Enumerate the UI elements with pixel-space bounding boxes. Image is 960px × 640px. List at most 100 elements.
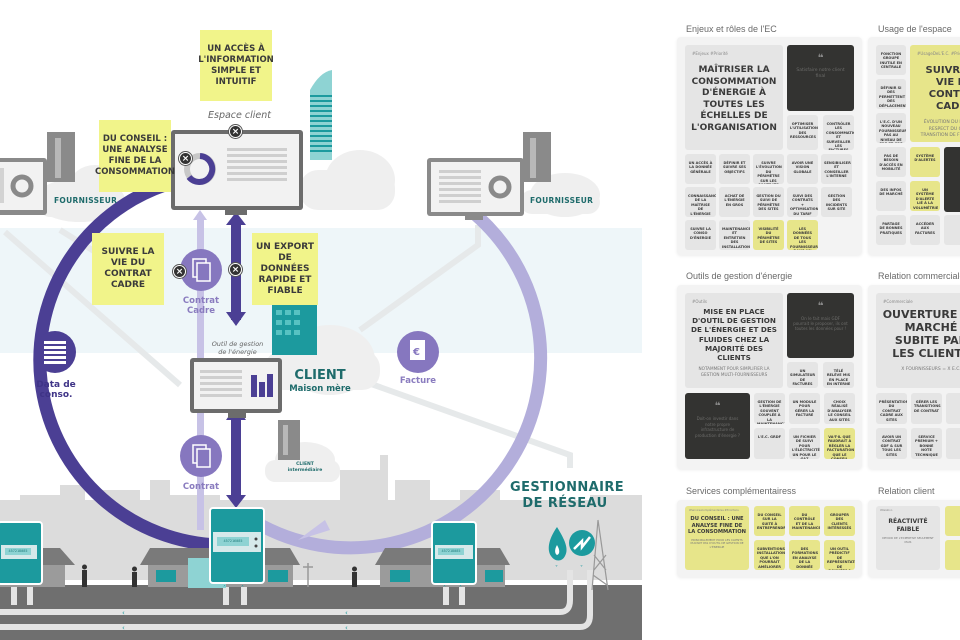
close-icon-export[interactable]: ×	[229, 263, 242, 276]
sticky-card[interactable]	[945, 540, 960, 570]
sticky-card[interactable]: Un fichier de suivi pour l'électricité, …	[789, 428, 820, 459]
card-title: Des infos de marché	[879, 188, 903, 197]
card-title: Gérer les transitions de contrat	[914, 400, 941, 413]
sticky-card[interactable]: Fonction groupe inutile en centrale	[876, 45, 906, 75]
big-card[interactable]: #Outils MISE EN PLACE D'OUTIL DE GESTION…	[685, 293, 783, 388]
sticky-card[interactable]: Un accès à la donnée générale	[685, 154, 716, 184]
card-title: Un outil prédictif de représentation de …	[827, 547, 855, 570]
big-card[interactable]: #Enjeux #Priorité MAÎTRISER LA CONSOMMAT…	[685, 45, 783, 150]
card-title: Du contrôle et de la maintenance	[792, 513, 820, 531]
section-title-relation-commerciale: Relation commerciale	[878, 271, 960, 281]
facture-icon: €	[397, 331, 439, 373]
client-subtitle: Maison mère	[289, 384, 351, 394]
sticky-card[interactable]: Un système d'alerte lié à la volumétrie	[910, 181, 940, 211]
sticky-card[interactable]: Un simulateur de factures	[787, 362, 818, 388]
svg-text:‹: ‹	[345, 609, 348, 617]
sticky-card[interactable]	[946, 393, 960, 424]
sticky-card[interactable]: Un outil prédictif de représentation de …	[824, 540, 855, 570]
meter-code-right: 457218085	[441, 549, 461, 553]
close-icon-espace-client[interactable]: ×	[229, 125, 242, 138]
sticky-card[interactable]	[944, 215, 960, 245]
sticky-card[interactable]: Avoir un contrat GDF & sur tous les site…	[876, 428, 907, 459]
hq-tower	[272, 70, 332, 355]
supplier-monitor-right	[427, 158, 524, 220]
svg-text:‹: ‹	[345, 624, 348, 632]
section-frame-outils[interactable]: #Outils MISE EN PLACE D'OUTIL DE GESTION…	[677, 285, 862, 469]
sticky-card[interactable]: Définir si des permettent des déplacemen…	[876, 79, 906, 109]
sticky-card[interactable]: Va-t-il que faudrait à régler la factura…	[824, 428, 855, 459]
sticky-card[interactable]: Télé relève mis en place en interne	[823, 362, 854, 388]
sticky-card[interactable]: Sensibiliser et conseiller l'interne	[821, 154, 852, 184]
pipe-arrows: ‹ ‹ ‹ ‹	[122, 609, 348, 632]
sticky-card[interactable]: Pas de besoin d'accès en mobilité	[876, 147, 906, 177]
flow-markers: ˅˅ ˄˄ ˄˄ ˄˄	[11, 565, 583, 592]
sticky-card[interactable]: Subventions installations que l'on pourr…	[754, 540, 785, 570]
svg-text:˅: ˅	[580, 565, 583, 572]
close-icon-contrat-cadre[interactable]: ×	[173, 265, 186, 278]
quote-card[interactable]: ❝ On le fait mais GDF pourrait le propos…	[787, 293, 854, 358]
big-card[interactable]: #Relation RÉACTIVITÉ FAIBLE DEVOIR DE L'…	[876, 506, 940, 570]
big-card[interactable]: #Commerciale OUVERTURE DU MARCHÉ SUBITE …	[876, 293, 960, 388]
sticky-card[interactable]: Définir et suivre ses objectifs	[719, 154, 750, 184]
espace-client-monitor	[171, 130, 303, 215]
quote-card-2[interactable]: ❝ Doit-on investir dans notre propre inf…	[685, 393, 750, 459]
sticky-card[interactable]: Gérer les transitions de contrat	[911, 393, 942, 424]
sticky-card[interactable]: Maintenance et entretien des installatio…	[719, 220, 750, 250]
sticky-card[interactable]: Contrôler les consommations et surveille…	[823, 115, 854, 150]
card-title: Un simulateur de factures	[790, 369, 816, 387]
quote-text: Doit-on investir dans notre propre infra…	[695, 416, 740, 438]
sticky-card[interactable]: Accéder aux factures	[910, 215, 940, 245]
facture-arrowhead	[298, 520, 330, 540]
sticky-card[interactable]: Un module pour gérer la facture	[789, 393, 820, 424]
section-frame-relation-commerciale[interactable]: #Commerciale OUVERTURE DU MARCHÉ SUBITE …	[868, 285, 960, 469]
sticky-card[interactable]: Grouper des clients intéressés	[824, 506, 855, 536]
card-title: Présentation du contrat cadre aux sites	[879, 400, 907, 422]
sticky-card[interactable]: Des formations en analyse de la donnée	[789, 540, 820, 570]
sticky-card[interactable]: Connaissance de la maîtrise de l'énergie	[685, 187, 716, 217]
sticky-card[interactable]: Du contrôle et de la maintenance	[789, 506, 820, 536]
sticky-card[interactable]: L'E.C. d'un nouveau fournisseur pas au n…	[876, 113, 906, 143]
section-title-outils: Outils de gestion d'énergie	[686, 271, 793, 281]
section-frame-relation-client[interactable]: #Relation RÉACTIVITÉ FAIBLE DEVOIR DE L'…	[868, 500, 960, 577]
sticky-card[interactable]: Du conseil sur la suite à entreprendre	[754, 506, 785, 536]
sticky-card[interactable]: Achat de l'énergie en gros	[719, 187, 750, 217]
sticky-card[interactable]: Suivre l'évolution du périmètre sur les …	[753, 154, 784, 184]
close-icon-conseil[interactable]: ×	[179, 152, 192, 165]
data-conso-label: Data de conso.	[36, 380, 76, 400]
client-intermediaire-subtitle: intermédiaire	[287, 468, 323, 473]
sticky-card[interactable]: Choix réalisé d'analyser le conseil aux …	[824, 393, 855, 424]
quote-card[interactable]	[944, 147, 960, 212]
section-title-usage: Usage de l'espace	[878, 24, 952, 34]
card-title: RÉACTIVITÉ FAIBLE	[888, 518, 928, 533]
card-title: Maintenance et entretien des installatio…	[722, 227, 750, 249]
sticky-card[interactable]	[946, 428, 960, 459]
espace-client-label: Espace client	[208, 110, 271, 121]
svg-text:‹: ‹	[122, 609, 125, 617]
sticky-card[interactable]: Des infos de marché	[876, 181, 906, 211]
card-title: Pas de besoin d'accès en mobilité	[879, 154, 903, 172]
sticky-card[interactable]: Les données de tous les fournisseurs dan…	[787, 220, 818, 250]
section-frame-usage[interactable]: Fonction groupe inutile en centrale Défi…	[868, 37, 960, 255]
sticky-card[interactable]: Gestion de l'énergie souvent couplée à l…	[754, 393, 785, 424]
quote-card[interactable]: ❝ Satisfaire notre client final	[787, 45, 854, 111]
section-frame-services[interactable]: #ServicesComplémentaires #Prioritaire DU…	[677, 500, 862, 577]
big-card[interactable]: #UsageDeL'E.C. #Priorité SUIVRE LA VIE D…	[910, 45, 960, 142]
sticky-card[interactable]	[945, 506, 960, 536]
card-title: Gestion de l'énergie souvent couplée à l…	[757, 400, 785, 424]
sticky-card[interactable]: Partage de bonnes pratiques	[876, 215, 906, 245]
supplier-buildings	[47, 132, 551, 460]
energy-ecosystem-infographic: ‹ ‹ ‹ ‹	[0, 30, 642, 640]
sticky-card[interactable]: Suivre la conso d'énergie	[685, 220, 716, 250]
sticky-card[interactable]: Suivi des contrats + optimisation du tar…	[787, 187, 818, 217]
section-frame-enjeux[interactable]: #Enjeux #Priorité MAÎTRISER LA CONSOMMAT…	[677, 37, 862, 255]
sticky-card[interactable]: Gestion des incidents sur site	[821, 187, 852, 217]
sticky-card[interactable]: Optimiser l'utilisation des ressources	[787, 115, 818, 150]
sticky-card[interactable]: Gestion du suivi de périmètre des sites	[753, 187, 784, 217]
sticky-card[interactable]: Visibilité du périmètre de sites	[753, 220, 784, 250]
big-card[interactable]: #ServicesComplémentaires #Prioritaire DU…	[685, 506, 749, 570]
sticky-card[interactable]: Service premium + bonne note technique	[911, 428, 942, 459]
sticky-card[interactable]: Avoir une vision globale	[787, 154, 818, 184]
sticky-card[interactable]: L'E.C. GRDF	[754, 428, 785, 459]
sticky-card[interactable]: Présentation du contrat cadre aux sites	[876, 393, 907, 424]
sticky-card[interactable]: Système d'alertes	[910, 147, 940, 177]
